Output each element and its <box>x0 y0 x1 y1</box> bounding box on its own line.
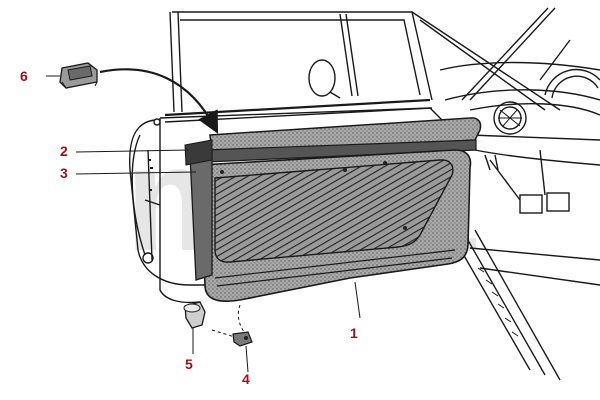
grommet-part <box>183 301 206 329</box>
handle-part <box>232 331 253 347</box>
clip-part <box>59 62 98 89</box>
callout-6-label: 6 <box>20 68 28 84</box>
leader-2 <box>75 149 189 153</box>
callout-6: 6 <box>20 69 28 83</box>
callout-3-label: 3 <box>60 165 68 181</box>
handle-leader-dashed <box>237 304 251 341</box>
callout-4-label: 4 <box>242 371 250 387</box>
callout-3: 3 <box>60 166 68 180</box>
callout-5: 5 <box>185 357 193 371</box>
callout-1: 1 <box>350 326 358 340</box>
callout-2: 2 <box>60 144 68 158</box>
callout-leaders <box>46 75 361 373</box>
assembly-arrow <box>99 68 219 134</box>
leader-4 <box>245 345 249 373</box>
car-body-lineart <box>128 7 600 381</box>
callout-5-label: 5 <box>185 356 193 372</box>
leader-3 <box>75 171 197 175</box>
callout-2-label: 2 <box>60 143 68 159</box>
leader-1 <box>354 281 361 319</box>
callout-1-label: 1 <box>350 325 358 341</box>
handle-leader-dashed-2 <box>211 329 239 339</box>
door-trim-panel <box>184 117 482 302</box>
callout-4: 4 <box>242 372 250 386</box>
